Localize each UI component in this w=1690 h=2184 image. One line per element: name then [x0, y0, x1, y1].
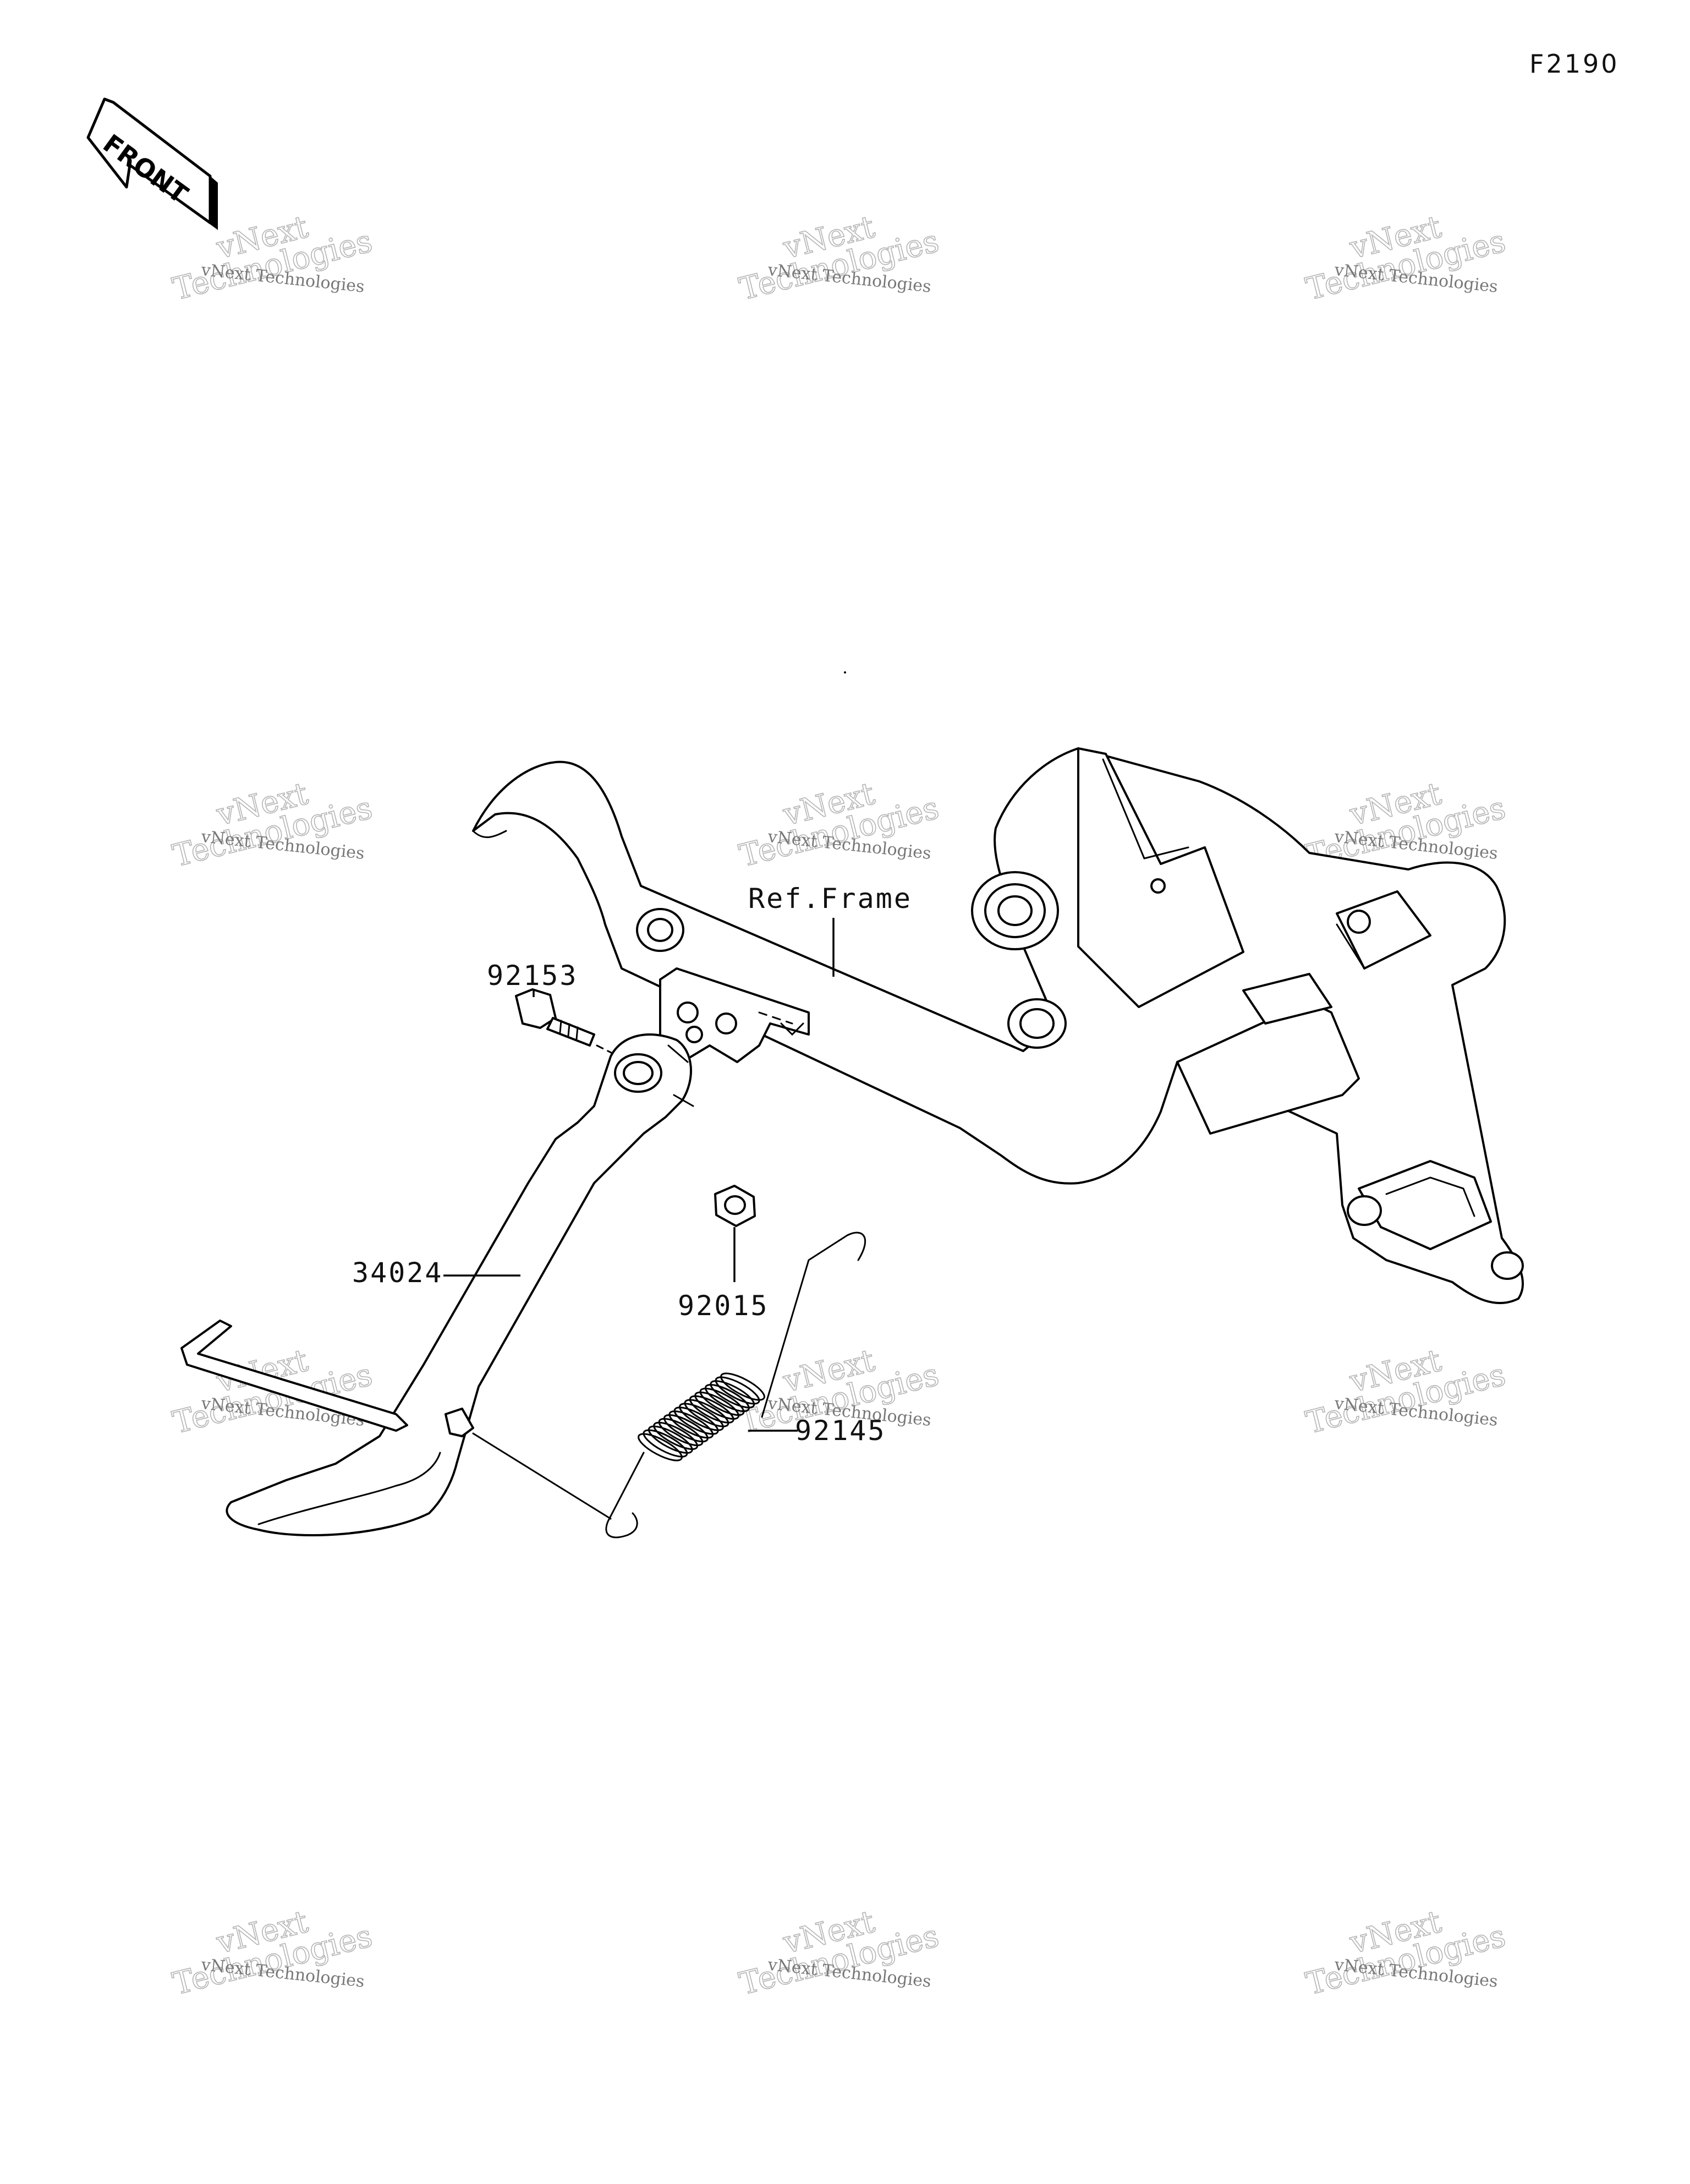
spring-92145-drawing: [605, 1231, 866, 1539]
bolt-92153-drawing: [515, 988, 595, 1047]
spring-coil: [663, 1414, 709, 1443]
figure-code: F2190: [1529, 49, 1620, 79]
spring-coil: [643, 1429, 688, 1458]
front-direction-arrow-icon: FRONT: [86, 97, 218, 230]
part-label-34024: 34024: [352, 1257, 443, 1289]
spring-coil: [653, 1421, 699, 1450]
spring-coil: [684, 1399, 729, 1427]
ref-frame-label: Ref.Frame: [748, 883, 912, 915]
part-label-92015: 92015: [678, 1290, 769, 1322]
spring-coil: [694, 1391, 740, 1420]
frame-drawing: [472, 747, 1524, 1304]
part-label-92153: 92153: [487, 960, 578, 992]
spring-coil: [704, 1384, 750, 1413]
spring-coil: [673, 1406, 719, 1435]
spring-coil: [699, 1387, 745, 1416]
spring-coil: [668, 1410, 714, 1439]
spring-coil: [715, 1376, 760, 1405]
spring-coil: [710, 1380, 755, 1409]
spring-coil: [679, 1403, 724, 1431]
nut-92015-drawing: [714, 1185, 756, 1227]
spring-coil: [720, 1372, 765, 1401]
spring-coil: [638, 1433, 683, 1462]
part-label-92145: 92145: [795, 1415, 886, 1447]
spring-coil: [689, 1395, 734, 1424]
spring-coil: [658, 1417, 704, 1447]
side-stand-34024-drawing: [180, 1033, 694, 1536]
spring-coil: [648, 1425, 693, 1454]
